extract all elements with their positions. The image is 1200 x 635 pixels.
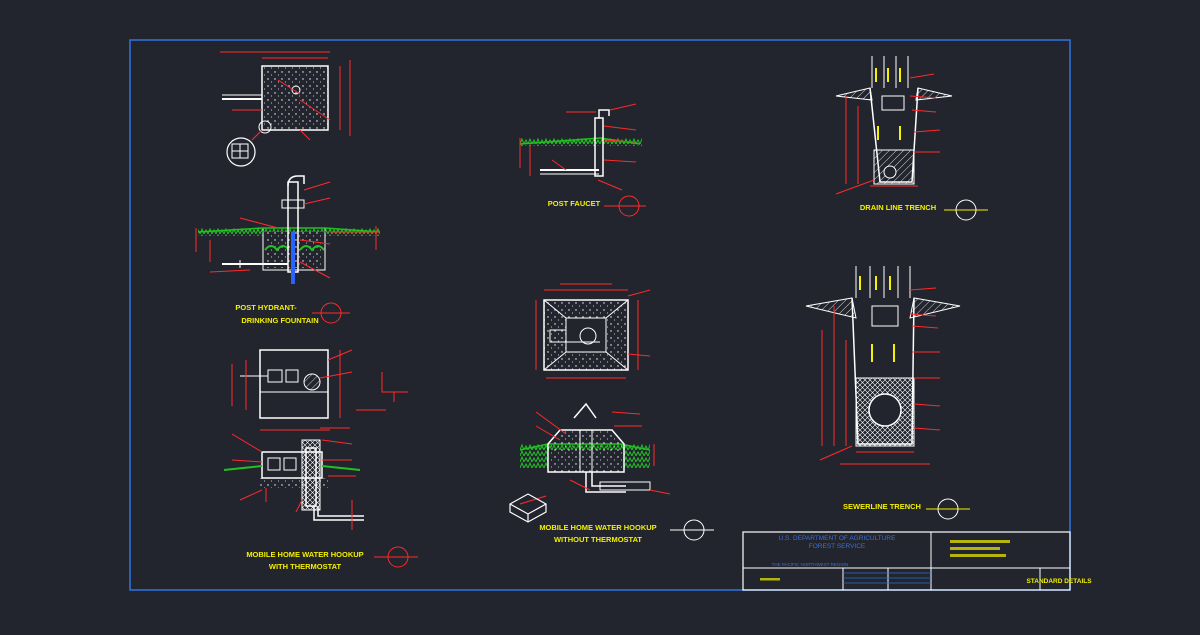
mh-thermo-riser: [305, 447, 317, 507]
post-hydrant-title-1: POST HYDRANT-: [235, 303, 297, 312]
drain-trench-title: DRAIN LINE TRENCH: [860, 203, 936, 212]
post-hydrant-title-2: DRINKING FOUNTAIN: [241, 316, 318, 325]
hydrant-supply-pipe: [291, 232, 295, 284]
sewer-trench-title: SEWERLINE TRENCH: [843, 502, 921, 511]
detail-post-faucet: POST FAUCET: [519, 103, 646, 217]
detail-drain-line-trench: DRAIN LINE TRENCH: [835, 56, 988, 221]
mh-thermo-title-2: WITH THERMOSTAT: [269, 562, 342, 571]
region-name: THE PACIFIC NORTHWEST REGION: [772, 562, 849, 567]
detail-mobile-home-with-thermostat: MOBILE HOME WATER HOOKUP WITH THERMOSTAT: [223, 349, 418, 571]
detail-sewerline-trench: SEWERLINE TRENCH: [805, 266, 970, 520]
mh-nothermo-box-section: [547, 429, 625, 473]
sheet-border: [129, 39, 1071, 591]
mh-nothermo-title-1: MOBILE HOME WATER HOOKUP: [539, 523, 656, 532]
mh-nothermo-iso-box: [509, 493, 547, 523]
title-block: U.S. DEPARTMENT OF AGRICULTURE FOREST SE…: [742, 531, 1092, 591]
sewer-pipe: [868, 393, 902, 427]
post-faucet-title: POST FAUCET: [548, 199, 601, 208]
detail-mobile-home-without-thermostat: MOBILE HOME WATER HOOKUP WITHOUT THERMOS…: [509, 283, 714, 544]
hydrant-plan-view: [261, 65, 329, 131]
mh-thermo-plan-view: [259, 349, 329, 419]
sheet-title: STANDARD DETAILS: [1026, 578, 1092, 585]
mh-nothermo-title-2: WITHOUT THERMOSTAT: [554, 535, 642, 544]
faucet-post: [594, 117, 604, 177]
detail-post-hydrant: POST HYDRANT- DRINKING FOUNTAIN: [195, 51, 381, 325]
agency-line-1: U.S. DEPARTMENT OF AGRICULTURE: [779, 535, 897, 542]
agency-line-2: FOREST SERVICE: [809, 543, 866, 550]
mh-thermo-title-1: MOBILE HOME WATER HOOKUP: [246, 550, 363, 559]
